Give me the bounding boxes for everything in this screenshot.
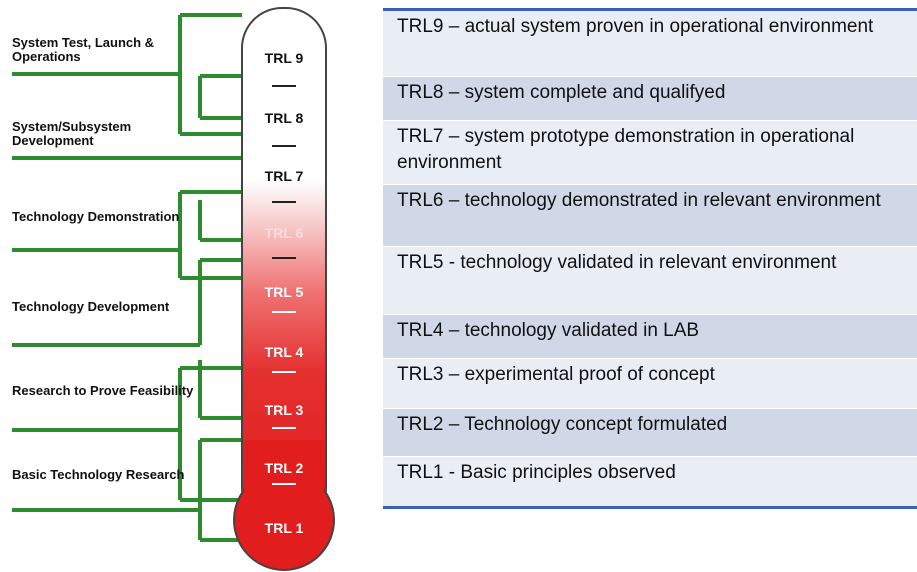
table-row-trl8: TRL8 – system complete and qualifyed	[383, 77, 917, 121]
trl-level-9: TRL 9	[264, 50, 304, 66]
trl-description-table: TRL9 – actual system proven in operation…	[383, 8, 917, 509]
table-row-trl4: TRL4 – technology validated in LAB	[383, 315, 917, 359]
tick-marks	[272, 85, 296, 485]
thermometer	[233, 7, 335, 571]
bracket-basic	[12, 438, 250, 542]
table-row-trl1: TRL1 - Basic principles observed	[383, 457, 917, 509]
trl-thermometer-diagram	[12, 7, 335, 571]
trl-level-4: TRL 4	[264, 344, 304, 360]
trl-level-8: TRL 8	[264, 110, 304, 126]
trl-level-5: TRL 5	[264, 284, 304, 300]
trl-level-2: TRL 2	[264, 460, 304, 476]
phase-label-tech-dev: Technology Development	[12, 299, 170, 314]
table-row-trl5: TRL5 - technology validated in relevant …	[383, 247, 917, 315]
phase-label-system-test: System Test, Launch & Operations	[12, 35, 155, 64]
trl-level-7: TRL 7	[264, 168, 304, 184]
phase-label-basic: Basic Technology Research	[12, 467, 185, 482]
bracket-system-subsystem	[12, 74, 250, 160]
bracket-research	[12, 366, 245, 502]
bracket-tech-demo	[12, 190, 245, 280]
table-row-trl7: TRL7 – system prototype demonstration in…	[383, 121, 917, 185]
table-row-trl9: TRL9 – actual system proven in operation…	[383, 11, 917, 77]
table-row-trl3: TRL3 – experimental proof of concept	[383, 359, 917, 409]
phase-label-tech-demo: Technology Demonstration	[12, 209, 180, 224]
trl-level-3: TRL 3	[264, 402, 304, 418]
phase-label-system-subsystem: System/Subsystem Development	[12, 119, 132, 148]
trl-level-6: TRL 6	[264, 225, 304, 241]
trl-level-1: TRL 1	[264, 520, 304, 536]
green-brackets	[12, 13, 250, 542]
table-row-trl2: TRL2 – Technology concept formulated	[383, 409, 917, 457]
table-row-trl6: TRL6 – technology demonstrated in releva…	[383, 185, 917, 247]
phase-label-research: Research to Prove Feasibility	[12, 383, 194, 398]
bracket-system-test	[12, 13, 242, 136]
